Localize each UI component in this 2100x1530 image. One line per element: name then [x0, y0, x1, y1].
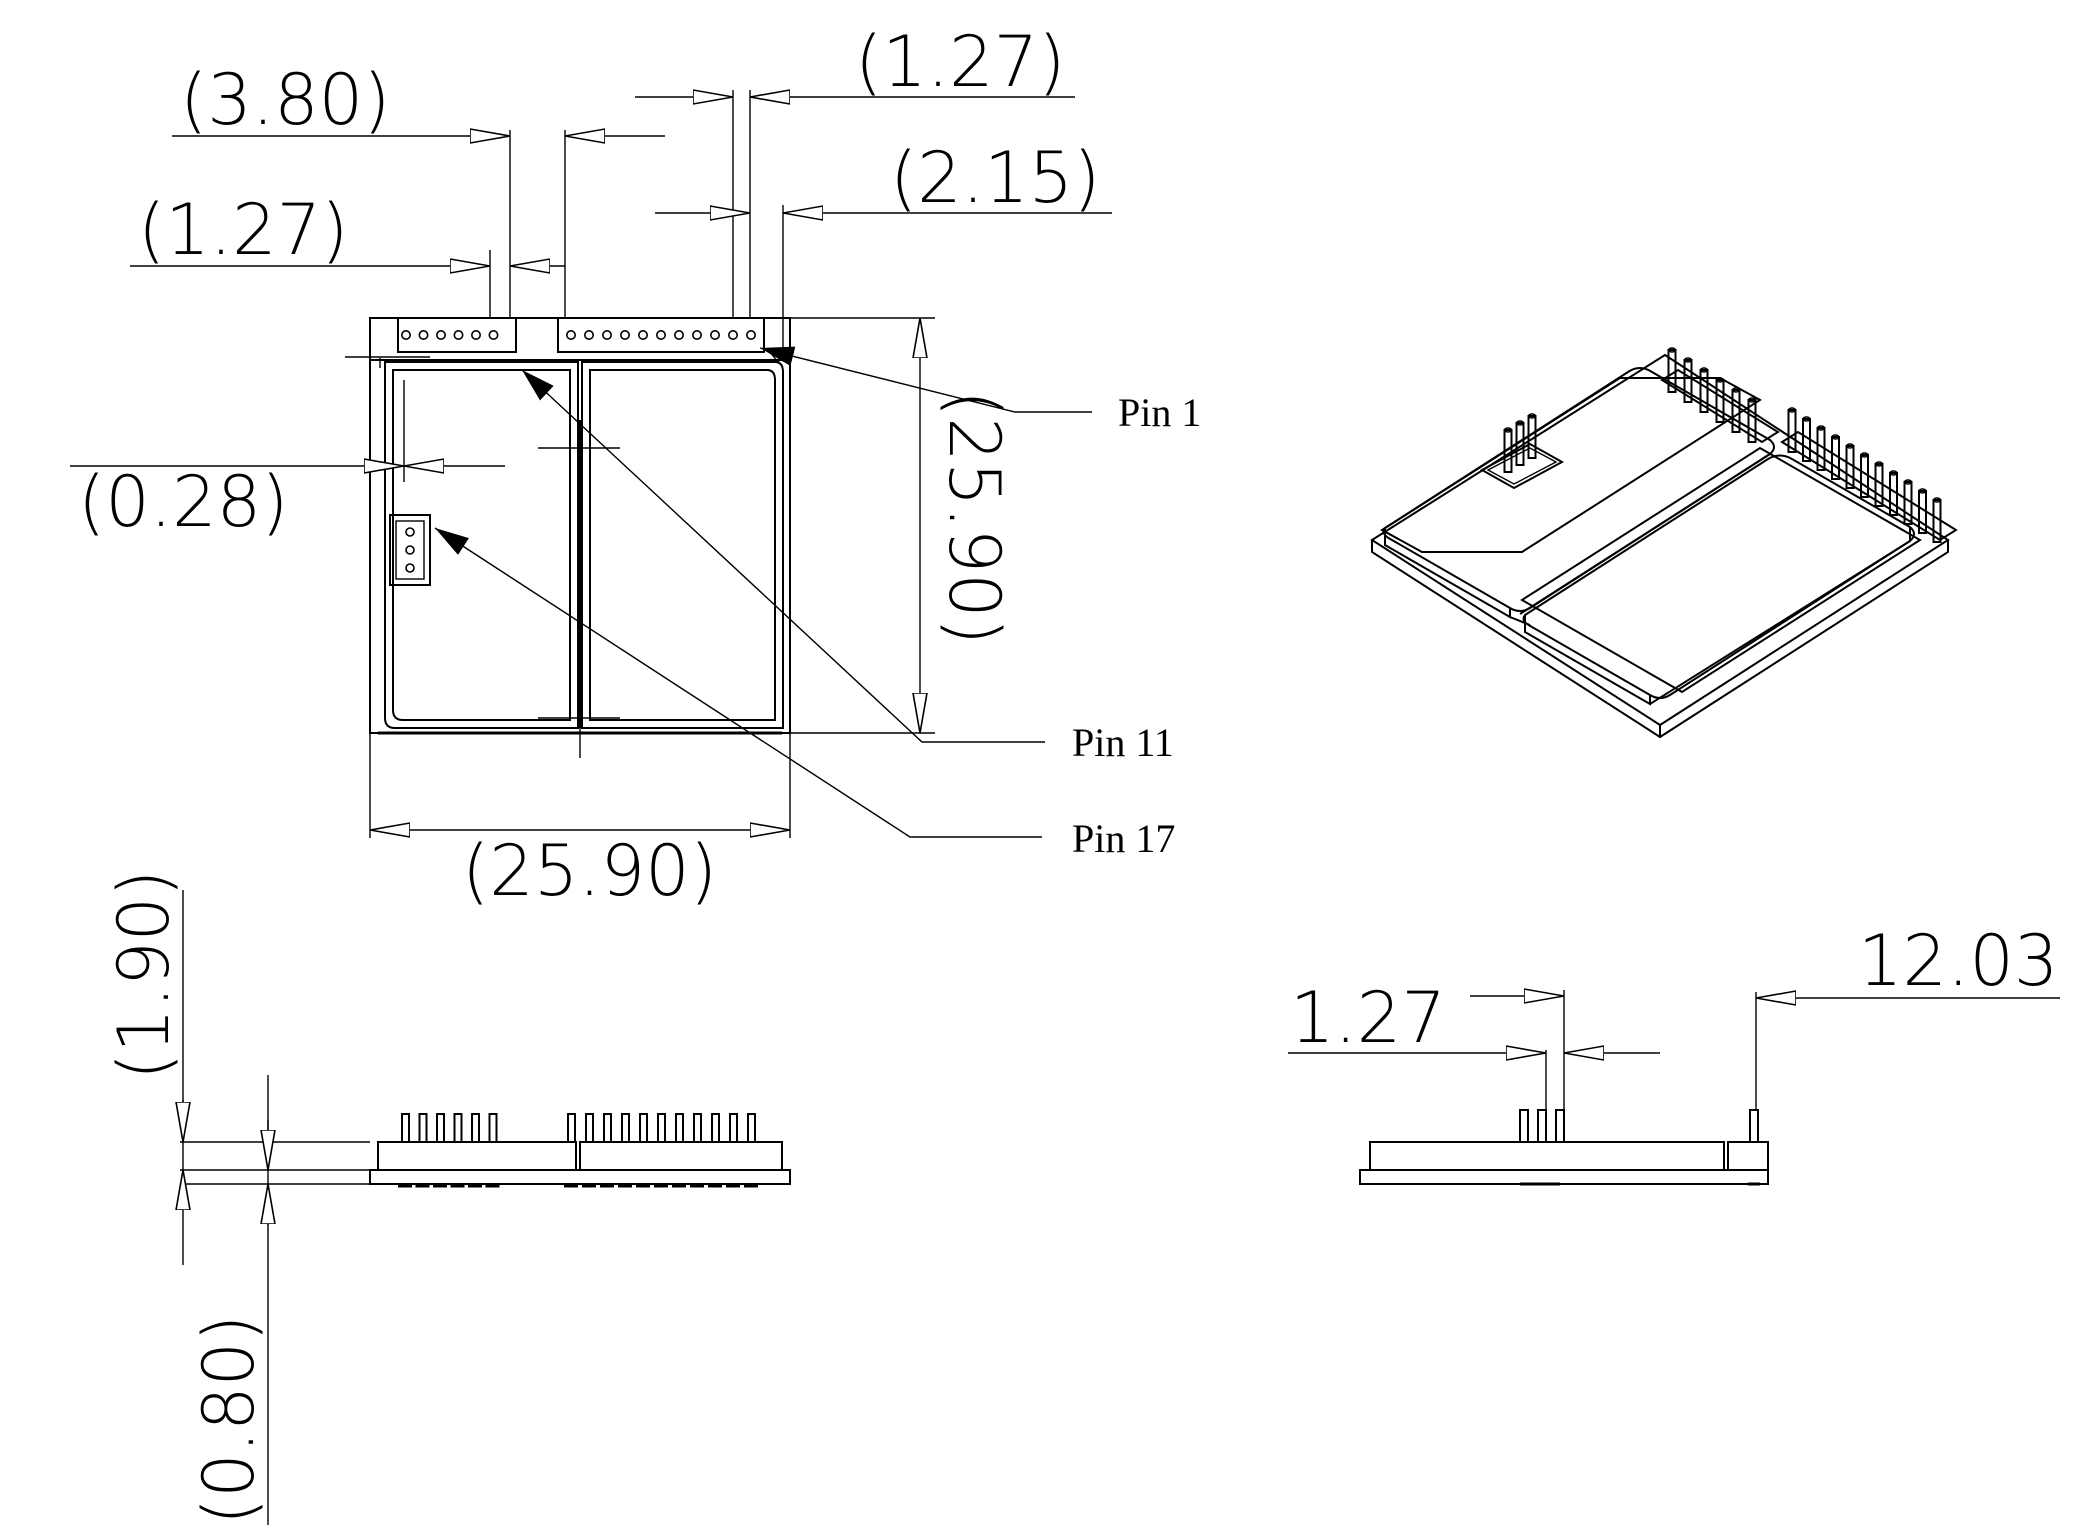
iso-pin: [1889, 472, 1898, 516]
shield-can-left: [384, 361, 579, 729]
dim-1-27-left: (1.27): [138, 189, 348, 271]
dim-1-27-right: (1.27): [855, 21, 1065, 103]
side-pin: [747, 1113, 756, 1143]
iso-pin: [1874, 463, 1884, 507]
pin-hole: [583, 329, 594, 340]
iso-pin: [1860, 454, 1869, 498]
side-pin: [401, 1113, 410, 1143]
dim-25-90-vertical: (25.90): [933, 390, 1015, 645]
pin-hole: [709, 329, 720, 340]
label-pin-1: Pin 1: [1118, 390, 1201, 435]
side-pins: [398, 1113, 758, 1188]
iso-pin: [1683, 359, 1693, 403]
iso-pin: [1731, 389, 1741, 433]
side-pin: [621, 1113, 630, 1143]
pin-hole: [691, 329, 702, 340]
iso-pin: [1715, 379, 1725, 423]
side-pin: [657, 1113, 666, 1143]
pin-hole: [637, 329, 648, 340]
connector-3pin: [389, 514, 431, 586]
pin-hole: [418, 329, 429, 340]
pin-hole: [435, 329, 446, 340]
iso-pin: [1932, 499, 1942, 543]
header-left: [397, 317, 517, 353]
dim-3-80: (3.80): [180, 59, 390, 141]
header-right: [557, 317, 765, 353]
side-view-side: 1.27 12.03: [1288, 920, 2060, 1186]
iso-pin: [1515, 422, 1525, 466]
side-pin: [471, 1113, 480, 1143]
side-view-front: (1.90) (0.80): [103, 870, 791, 1525]
top-view: (3.80) (1.27) (1.27) (2.15) (0.28) (25.9…: [70, 21, 1201, 912]
dim-1-90: (1.90): [103, 870, 185, 1080]
isometric-view: [1370, 347, 1958, 739]
side-pin: [488, 1113, 498, 1143]
side-pin: [639, 1113, 648, 1143]
side-pin: [567, 1113, 576, 1143]
iso-pin: [1845, 445, 1855, 489]
pin-hole: [565, 329, 576, 340]
side-pin: [436, 1113, 445, 1143]
side-pin: [585, 1113, 594, 1143]
side-pin: [729, 1113, 738, 1143]
iso-pin: [1747, 399, 1757, 443]
top-pin-holes: [400, 329, 756, 340]
pin-hole: [601, 329, 612, 340]
label-pin-17: Pin 17: [1072, 816, 1175, 861]
side-pin: [675, 1113, 684, 1143]
iso-pin: [1503, 429, 1513, 473]
dim-12-03: 12.03: [1858, 920, 2058, 1002]
dim-1-27-side: 1.27: [1290, 977, 1446, 1059]
iso-pin: [1667, 349, 1677, 393]
iso-pin: [1699, 369, 1709, 413]
dim-0-28: (0.28): [78, 461, 288, 543]
iso-pin: [1527, 415, 1537, 459]
iso-pin: [1918, 490, 1927, 534]
pin-hole: [453, 329, 464, 340]
pin-hole: [727, 329, 738, 340]
dim-25-90-horizontal: (25.90): [462, 830, 717, 912]
pin-hole: [470, 329, 481, 340]
pin-hole: [745, 329, 756, 340]
pin-hole: [673, 329, 684, 340]
iso-pin: [1816, 427, 1826, 471]
iso-pin: [1787, 409, 1797, 453]
pin-hole: [619, 329, 630, 340]
isometric-pins: [1503, 347, 1958, 543]
side-pin: [453, 1113, 463, 1143]
side-pin: [418, 1113, 428, 1143]
dim-2-15: (2.15): [890, 137, 1100, 219]
dim-0-80: (0.80): [188, 1315, 270, 1525]
pin-hole: [488, 329, 499, 340]
iso-pin: [1903, 481, 1913, 525]
side-pin: [693, 1113, 702, 1143]
label-pin-11: Pin 11: [1072, 720, 1174, 765]
iso-pin: [1802, 418, 1811, 462]
side-pin: [603, 1113, 612, 1143]
side-pin: [711, 1113, 720, 1143]
iso-pin: [1831, 436, 1840, 480]
pin-hole: [400, 329, 411, 340]
shield-can-right: [581, 361, 784, 729]
pin-hole: [655, 329, 666, 340]
